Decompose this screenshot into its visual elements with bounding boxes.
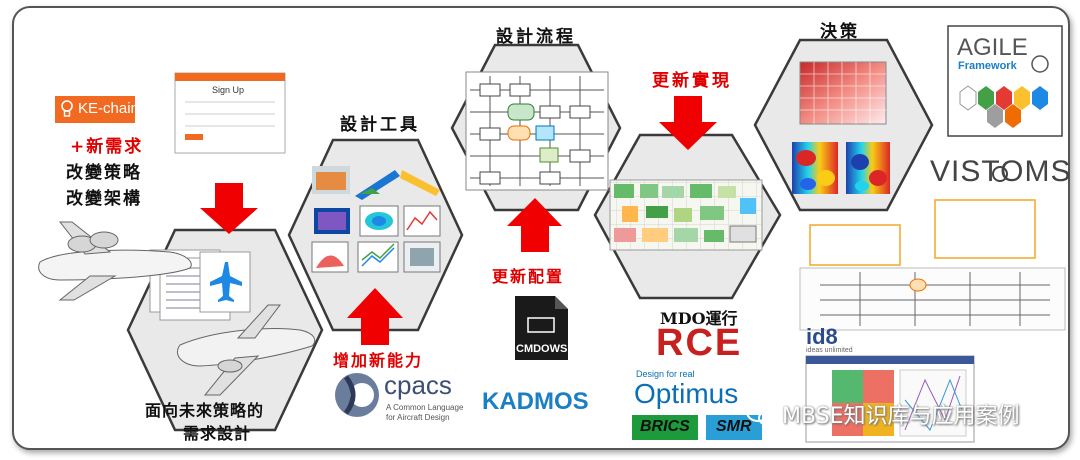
id8-screenshot <box>805 355 975 443</box>
cmdows-label: CMDOWS <box>516 343 568 355</box>
hex1-label-line1: 面向未來策略的 <box>145 401 265 420</box>
design-process-chart <box>465 71 609 191</box>
decision-plots <box>792 61 890 194</box>
optimus-tagline: Design for real <box>636 369 695 379</box>
id8-logo: id8 <box>806 324 838 349</box>
cpacs-logo-text: cpacs <box>384 370 452 400</box>
agile-logo-subtext: Framework <box>958 60 1017 72</box>
hex3-title: 設計流程 <box>496 27 576 47</box>
smr-logo-text: SMR <box>716 418 752 435</box>
hex5-title: 決策 <box>820 22 860 42</box>
cpacs-logo-mark <box>335 373 379 417</box>
wechat-icon <box>746 402 778 426</box>
lightbulb-icon <box>61 100 73 117</box>
vistoms-diagram <box>799 166 1066 331</box>
id8-tagline: ideas unlimited <box>806 347 853 354</box>
brics-logo <box>632 415 698 440</box>
hex2-title: 設計工具 <box>340 115 420 135</box>
agile-logo-text: AGILE <box>957 34 1028 61</box>
airplane-icon <box>38 221 192 301</box>
mdo-workflow-grid <box>609 179 763 251</box>
optimus-logo: Optimus <box>634 378 739 409</box>
design-tools-thumbnails <box>311 166 441 273</box>
cpacs-tagline-2: for Aircraft Design <box>386 413 450 422</box>
arrow-up-icon <box>347 288 403 345</box>
watermark: MBSE知识库与应用案例 <box>782 404 1020 429</box>
airplane-icon <box>210 262 242 302</box>
rce-logo: RCE <box>656 322 743 364</box>
signup-title: Sign Up <box>212 85 245 95</box>
brics-logo-text: BRICS <box>640 418 690 435</box>
requirements-documents <box>149 249 251 321</box>
arrow-down-icon <box>659 96 717 150</box>
add-capability-label: 增加新能力 <box>333 351 424 370</box>
agile-framework-logo <box>947 25 1063 137</box>
arrow-up-icon <box>507 198 562 252</box>
hex4-title: 更新實現 <box>652 71 732 91</box>
airplane-icon <box>177 304 316 396</box>
signup-screenshot <box>174 72 286 154</box>
document-icon <box>515 296 568 360</box>
hex4-bottom-label: MDO運行 <box>660 309 738 328</box>
hex1-label-line2: 需求設計 <box>183 424 252 443</box>
cpacs-tagline-1: A Common Language <box>386 403 464 412</box>
update-config-label: 更新配置 <box>492 267 565 286</box>
new-requirements-label: +新需求 <box>70 137 144 157</box>
kadmos-logo: KADMOS <box>482 388 589 415</box>
change-strategy-label: 改變策略 <box>66 163 142 183</box>
kechain-logo-text: KE-chain <box>78 100 139 117</box>
vistoms-logo: VISTOMS <box>930 155 1072 188</box>
change-architecture-label: 改變架構 <box>66 189 142 209</box>
arrow-down-icon <box>200 183 258 234</box>
